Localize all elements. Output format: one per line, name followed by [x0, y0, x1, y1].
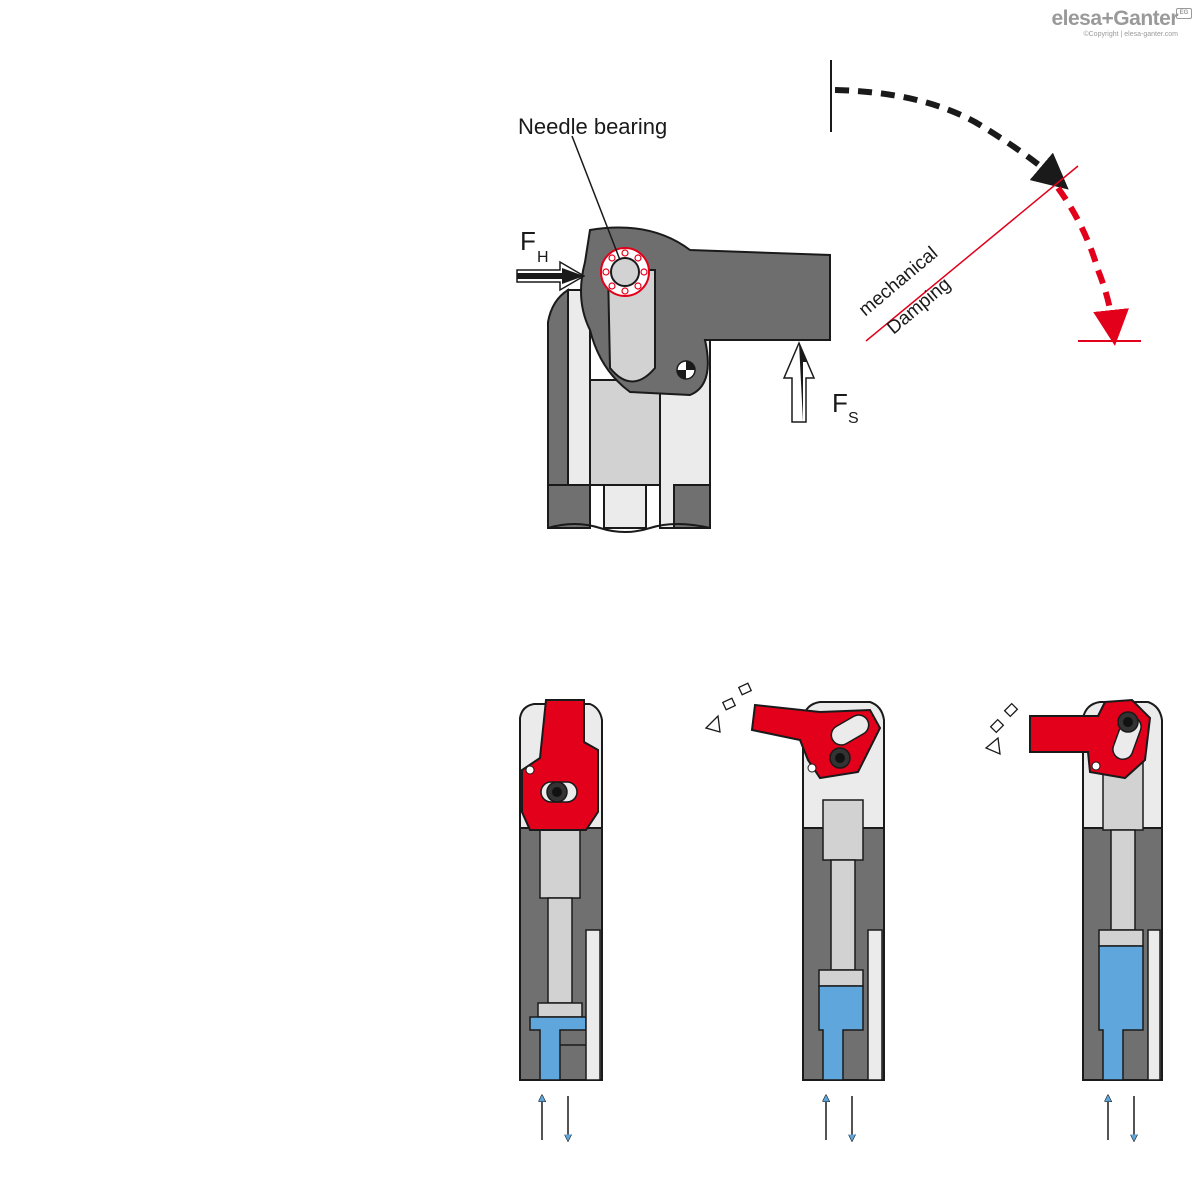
hand-force-label: F: [520, 226, 536, 256]
damping-label-group: mechanical Damping: [855, 243, 955, 339]
detail-view: Needle bearing F H F S: [516, 60, 1141, 533]
stage-open: [984, 698, 1163, 1140]
stage-closed: [519, 699, 603, 1140]
hand-force-arrow: [516, 260, 586, 292]
brand-name: elesa+Ganter: [1051, 7, 1178, 30]
hand-force-subscript: H: [537, 249, 549, 266]
brand-copyright: ©Copyright | elesa-ganter.com: [1083, 31, 1178, 38]
spring-force-arrow: [782, 341, 816, 423]
brand-badge: EG: [1176, 8, 1192, 19]
damping-separator-line: [865, 165, 1079, 342]
pivot-marker: [676, 360, 696, 380]
spring-force-label: F: [832, 388, 848, 418]
swing-arc-red: [1055, 186, 1129, 346]
needle-bearing: [600, 247, 650, 297]
stage-swinging: [704, 682, 885, 1140]
needle-bearing-label: Needle bearing: [518, 114, 667, 139]
swing-arc-black: [834, 87, 1069, 190]
leader-line: [571, 135, 621, 261]
brand-logo: elesa+Ganter ©Copyright | elesa-ganter.c…: [1018, 7, 1192, 39]
spring-force-subscript: S: [848, 410, 859, 427]
